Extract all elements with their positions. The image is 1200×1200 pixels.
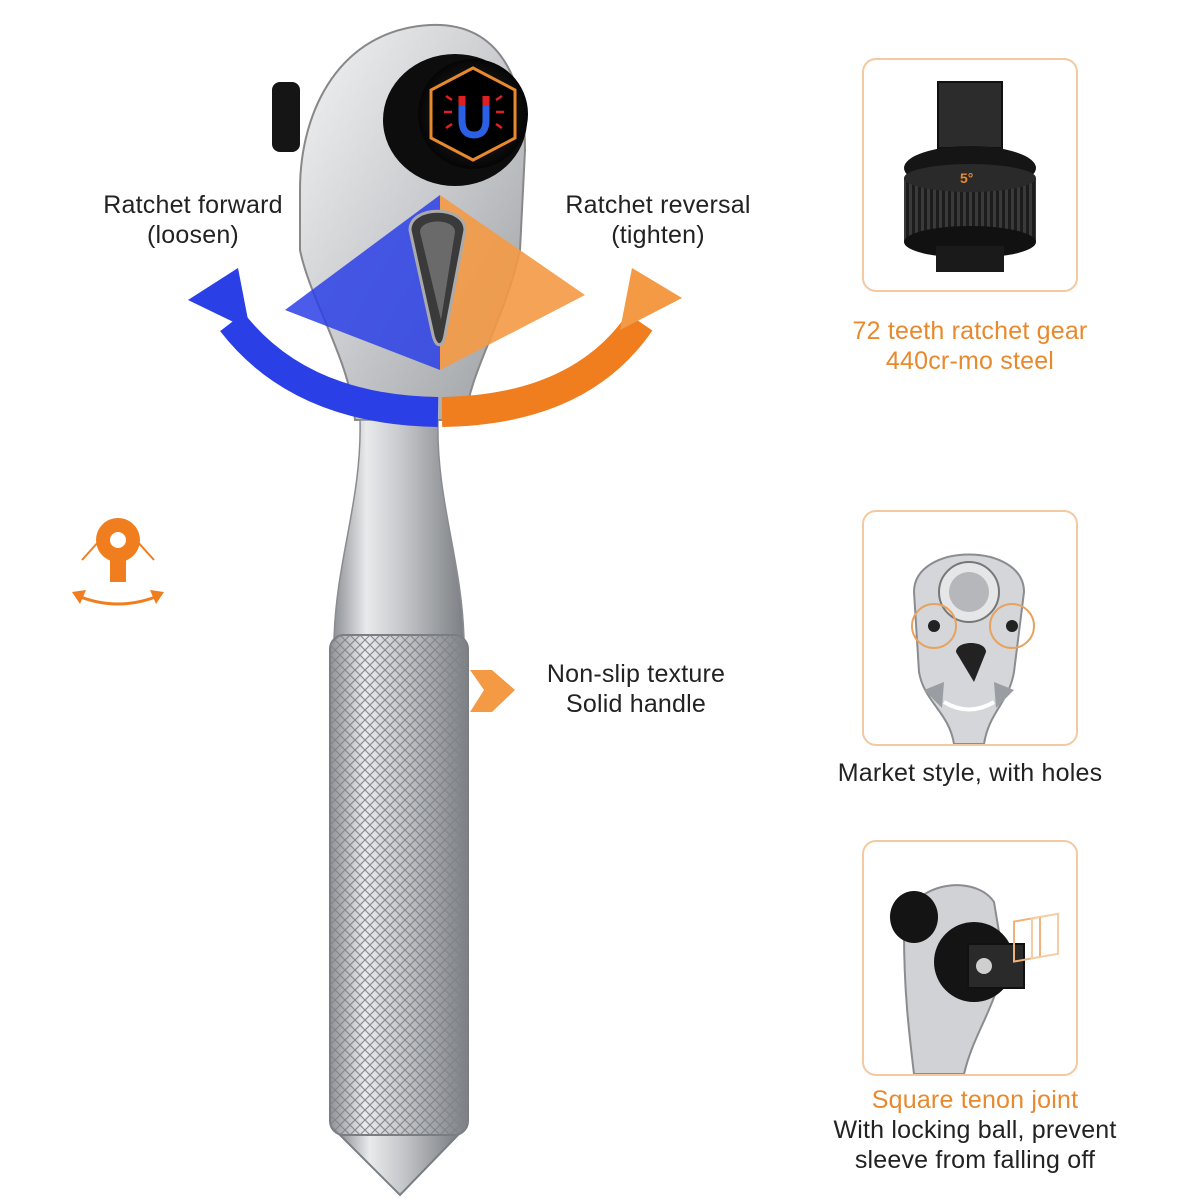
holes-image: [911, 553, 1035, 744]
forward-label-line1: Ratchet forward: [103, 191, 283, 219]
gear-caption-title: 72 teeth ratchet gear: [852, 317, 1088, 345]
magnet-icon: [444, 94, 504, 139]
ratchet-neck: [333, 419, 465, 641]
tenon-caption-line3: sleeve from falling off: [854, 1146, 1096, 1174]
magnetic-socket: [383, 54, 528, 186]
forward-wedge: [285, 195, 440, 370]
tenon-caption-title: Square tenon joint: [871, 1086, 1079, 1114]
forward-label: Ratchet forward (loosen): [88, 190, 298, 250]
forward-label-line2: (loosen): [147, 221, 239, 249]
reversal-label: Ratchet reversal (tighten): [548, 190, 768, 250]
handle-label: Non-slip texture Solid handle: [526, 659, 746, 719]
tenon-inset: [862, 840, 1078, 1076]
knurled-handle: [329, 634, 469, 1197]
reversal-label-line1: Ratchet reversal: [565, 191, 751, 219]
gear-image: [904, 81, 1036, 272]
gear-angle-badge: 5°: [960, 170, 974, 186]
direction-knob: [272, 82, 300, 152]
gear-inset: 5°: [862, 58, 1078, 292]
tenon-caption-line2: With locking ball, prevent: [833, 1116, 1117, 1144]
tenon-caption: Square tenon joint With locking ball, pr…: [790, 1085, 1160, 1175]
reversal-arc: [441, 313, 653, 427]
holes-caption: Market style, with holes: [837, 759, 1103, 787]
reversal-label-line2: (tighten): [611, 221, 705, 249]
handle-label-line2: Solid handle: [565, 690, 706, 718]
reversal-arrow: [620, 268, 682, 330]
gear-caption: 72 teeth ratchet gear 440cr-mo steel: [820, 316, 1120, 376]
gear-caption-subtitle: 440cr-mo steel: [885, 347, 1055, 375]
tenon-image: [890, 884, 1059, 1074]
keyhole-rotate-icon: [72, 518, 164, 606]
forward-arc: [220, 312, 439, 427]
forward-arrow: [188, 268, 250, 330]
handle-tip: [337, 1134, 461, 1197]
holes-inset: [862, 510, 1078, 746]
reversal-wedge: [440, 195, 585, 370]
handle-label-line1: Non-slip texture: [546, 660, 726, 688]
handle-arrow: [470, 670, 515, 712]
